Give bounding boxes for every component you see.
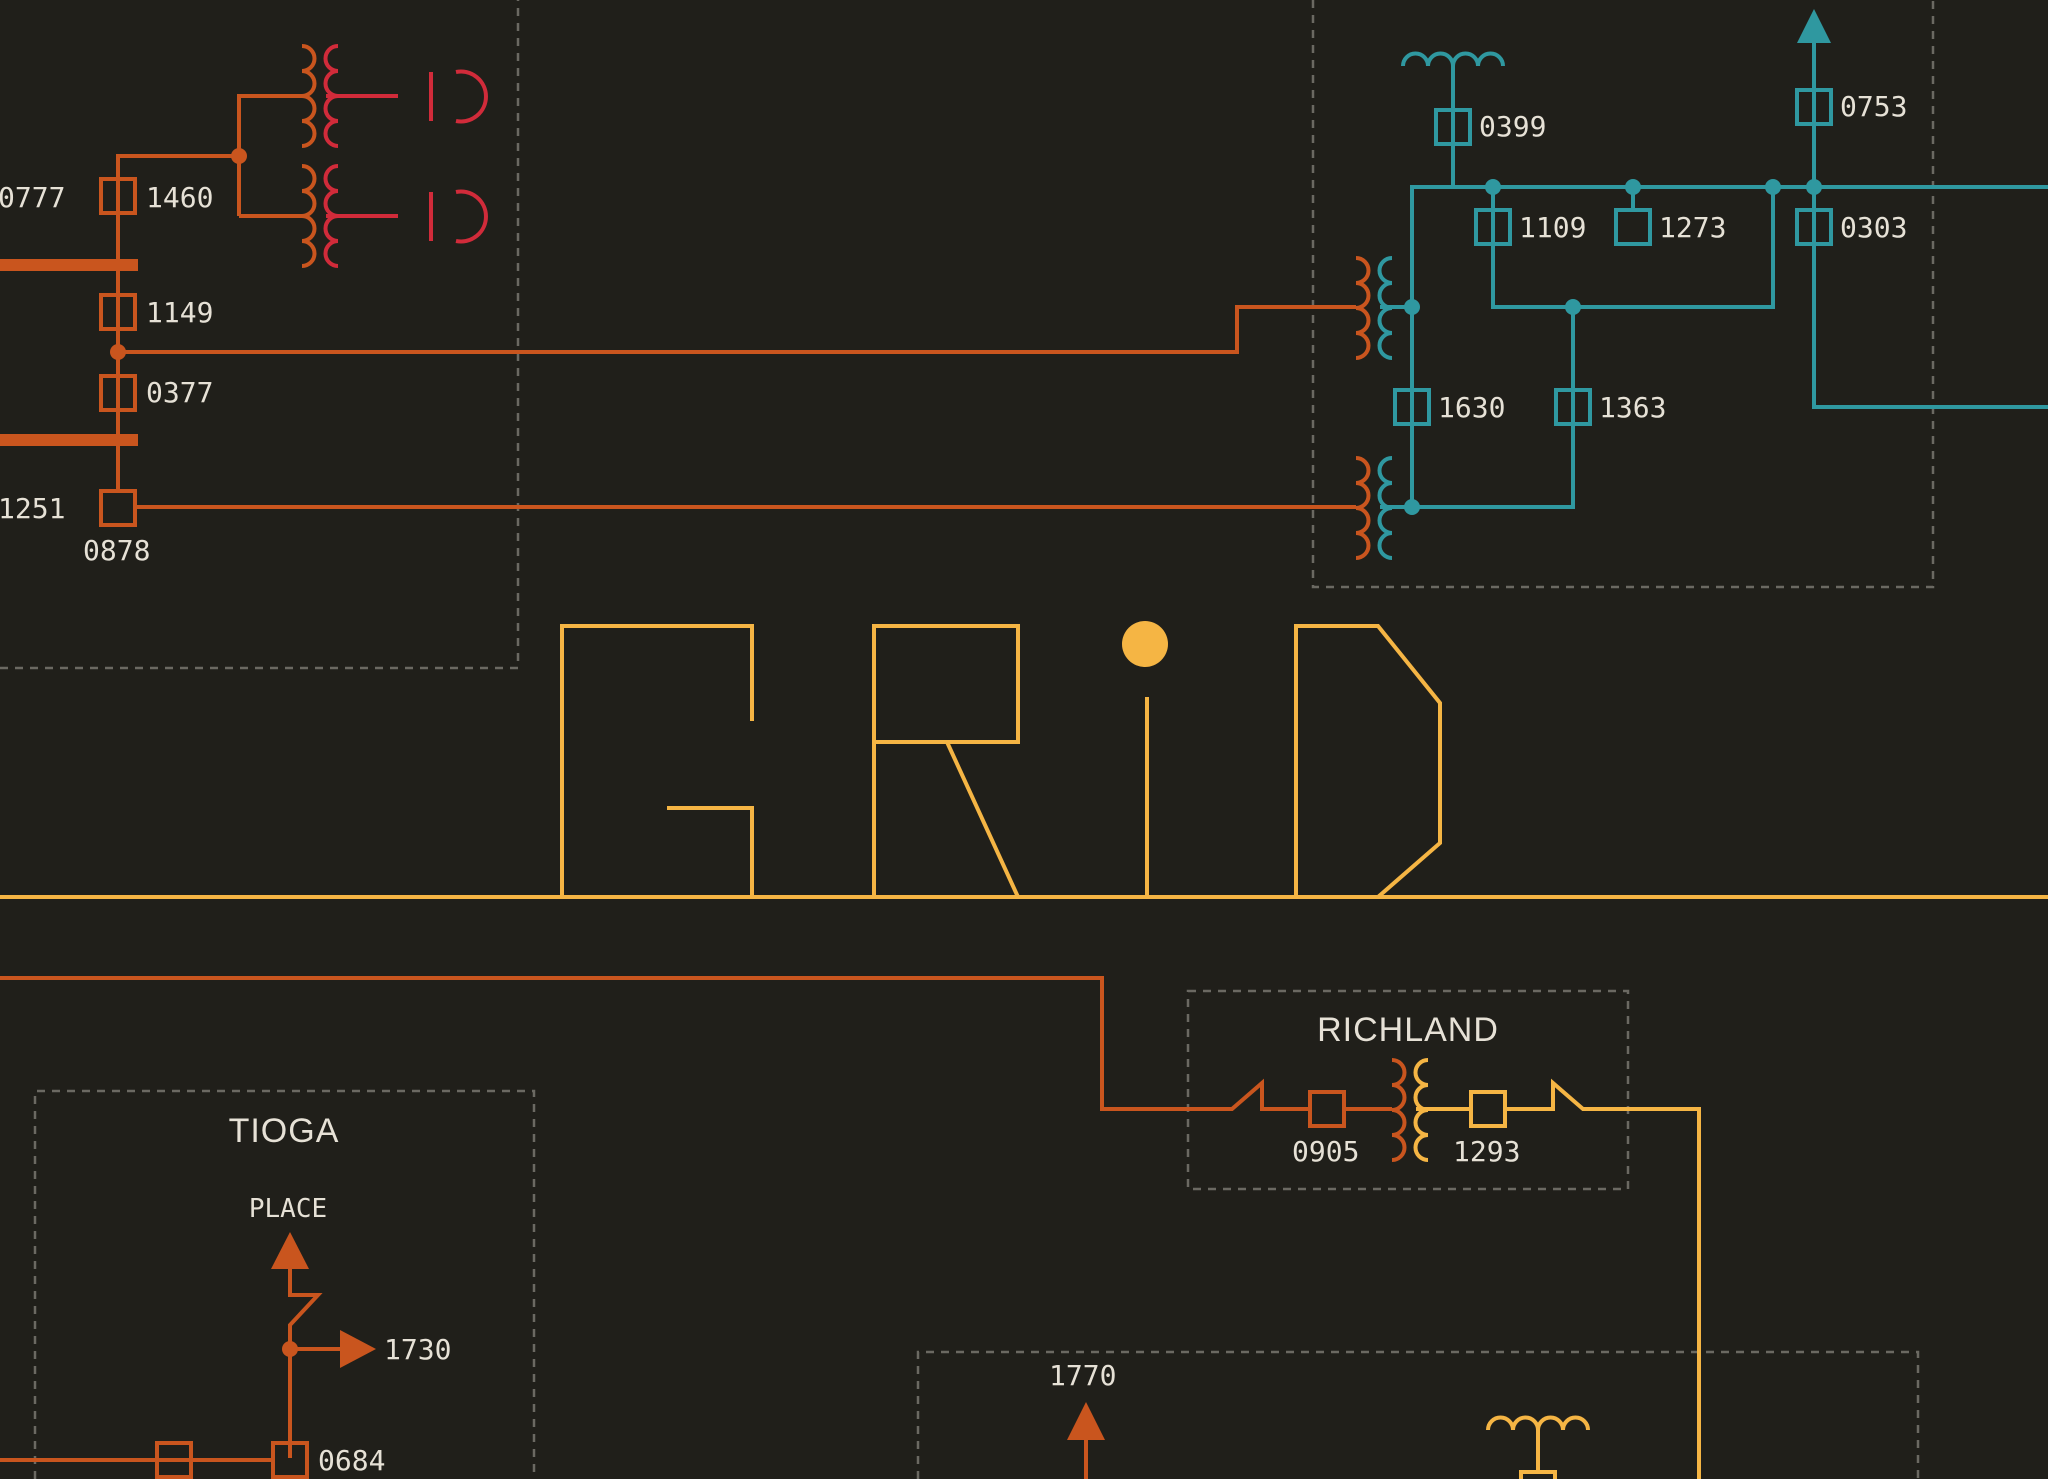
breaker-1251-label: 1251 xyxy=(0,492,65,525)
breaker-0905-label: 0905 xyxy=(1292,1135,1359,1168)
breaker-0878-label: 0878 xyxy=(83,534,150,567)
breaker-1273-symbol xyxy=(1614,208,1652,246)
grid-title xyxy=(0,621,2048,899)
teal-right-loop xyxy=(1812,187,2048,409)
tioga-junction xyxy=(282,1341,298,1357)
boundary-top-right xyxy=(1311,0,1935,589)
antenna-icon xyxy=(1401,51,1505,67)
teal-output-arrow-icon xyxy=(1797,9,1831,43)
teal-1363-branch xyxy=(1412,307,1575,509)
breaker-0684-label: 0684 xyxy=(318,1444,385,1477)
breaker-0303-label: 0303 xyxy=(1840,211,1907,244)
breaker-0753-symbol xyxy=(1795,88,1833,126)
breaker-0905-symbol xyxy=(1308,1090,1346,1128)
breaker-1149-symbol xyxy=(99,293,137,331)
title-letter-r-leg xyxy=(945,741,1020,898)
tioga-substation: TIOGA PLACE 1730 0684 xyxy=(0,1112,451,1479)
breaker-1293-symbol xyxy=(1469,1090,1507,1128)
tioga-switch-line xyxy=(288,1269,323,1458)
teal-inner-loop xyxy=(1491,187,1775,309)
breaker-0399-label: 0399 xyxy=(1479,110,1546,143)
richland-title: RICHLAND xyxy=(1317,1011,1499,1049)
transformer-feed xyxy=(237,94,302,216)
breaker-1149-label: 1149 xyxy=(146,296,213,329)
breaker-1630-symbol xyxy=(1393,388,1431,426)
bottom-breaker-symbol xyxy=(1519,1470,1557,1479)
richland-transformer-primary xyxy=(1391,1058,1407,1162)
transformer-upper xyxy=(301,44,488,148)
title-letter-r xyxy=(872,624,1020,897)
title-letter-g xyxy=(560,624,754,899)
tioga-breaker-left xyxy=(155,1441,193,1479)
breaker-1363-label: 1363 xyxy=(1599,391,1666,424)
breaker-0399-symbol xyxy=(1434,108,1472,146)
breaker-1293-label: 1293 xyxy=(1453,1135,1520,1168)
bottom-right-station: 1770 xyxy=(1049,1359,1590,1479)
breaker-1460-label: 1460 xyxy=(146,181,213,214)
teal-junction-dots xyxy=(1404,179,1822,515)
title-letter-i-dot xyxy=(1122,621,1168,667)
breaker-0777-label: 0777 xyxy=(0,181,65,214)
breaker-1273-label: 1273 xyxy=(1659,211,1726,244)
output-1770-label: 1770 xyxy=(1049,1359,1116,1392)
breaker-0303-symbol xyxy=(1795,208,1833,246)
tioga-title: TIOGA xyxy=(229,1112,340,1150)
tioga-place-label: PLACE xyxy=(249,1194,327,1224)
tioga-output-1730-label: 1730 xyxy=(384,1333,451,1366)
transformer-junction xyxy=(231,148,247,164)
breaker-1363-symbol xyxy=(1554,388,1592,426)
breaker-0377-symbol xyxy=(99,374,137,412)
boundary-top-left xyxy=(0,0,520,670)
transformer-lower xyxy=(301,164,488,268)
boundary-tioga xyxy=(33,1089,536,1479)
boundary-bottom-right xyxy=(916,1350,1920,1479)
breaker-0753-label: 0753 xyxy=(1840,90,1907,123)
title-letter-d xyxy=(1294,624,1442,899)
breaker-1630-label: 1630 xyxy=(1438,391,1505,424)
substation-boundaries xyxy=(0,0,1935,1479)
boundary-richland xyxy=(1186,989,1630,1191)
breaker-0377-label: 0377 xyxy=(146,376,213,409)
tioga-up-arrow-icon xyxy=(271,1232,309,1269)
feeder-upper-long xyxy=(118,305,1356,354)
breaker-0684-symbol xyxy=(271,1441,309,1479)
feeder-to-transformers xyxy=(116,154,239,179)
top-right-station: 0399 0753 1109 1273 0303 1630 1363 xyxy=(1355,9,2048,560)
tioga-right-arrow-icon xyxy=(340,1330,376,1368)
richland-substation: RICHLAND 0905 1293 xyxy=(1292,1011,1701,1479)
breaker-1109-symbol xyxy=(1474,208,1512,246)
teal-main-bus xyxy=(1410,185,2048,507)
breaker-1109-label: 1109 xyxy=(1519,211,1586,244)
top-left-station: 0777 1460 1149 0377 1251 0878 xyxy=(0,44,1356,567)
richland-yellow-out xyxy=(1505,1078,1701,1479)
breaker-0878-symbol xyxy=(99,489,137,527)
output-1770-arrow-icon xyxy=(1067,1402,1105,1440)
feeder-to-richland xyxy=(0,976,1310,1111)
